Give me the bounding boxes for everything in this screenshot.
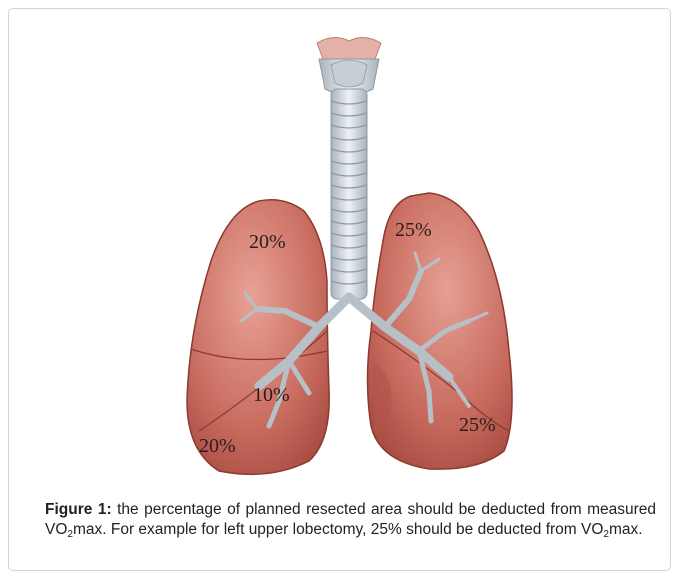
- caption-text-3: max.: [609, 521, 643, 538]
- figure-frame: 20% 25% 10% 20% 25%: [8, 8, 671, 571]
- lung-illustration: 20% 25% 10% 20% 25%: [159, 31, 539, 486]
- figure-caption: Figure 1: the percentage of planned rese…: [45, 500, 656, 540]
- caption-text-2: max. For example for left upper lobectom…: [73, 521, 603, 538]
- larynx: [317, 37, 381, 95]
- label-right-lower-lobe: 20%: [199, 435, 236, 457]
- label-left-upper-lobe: 25%: [395, 219, 432, 241]
- label-right-upper-lobe: 20%: [249, 231, 286, 253]
- label-right-middle-lobe: 10%: [253, 384, 290, 406]
- trachea: [331, 89, 367, 299]
- label-left-lower-lobe: 25%: [459, 414, 496, 436]
- caption-label: Figure 1:: [45, 501, 112, 518]
